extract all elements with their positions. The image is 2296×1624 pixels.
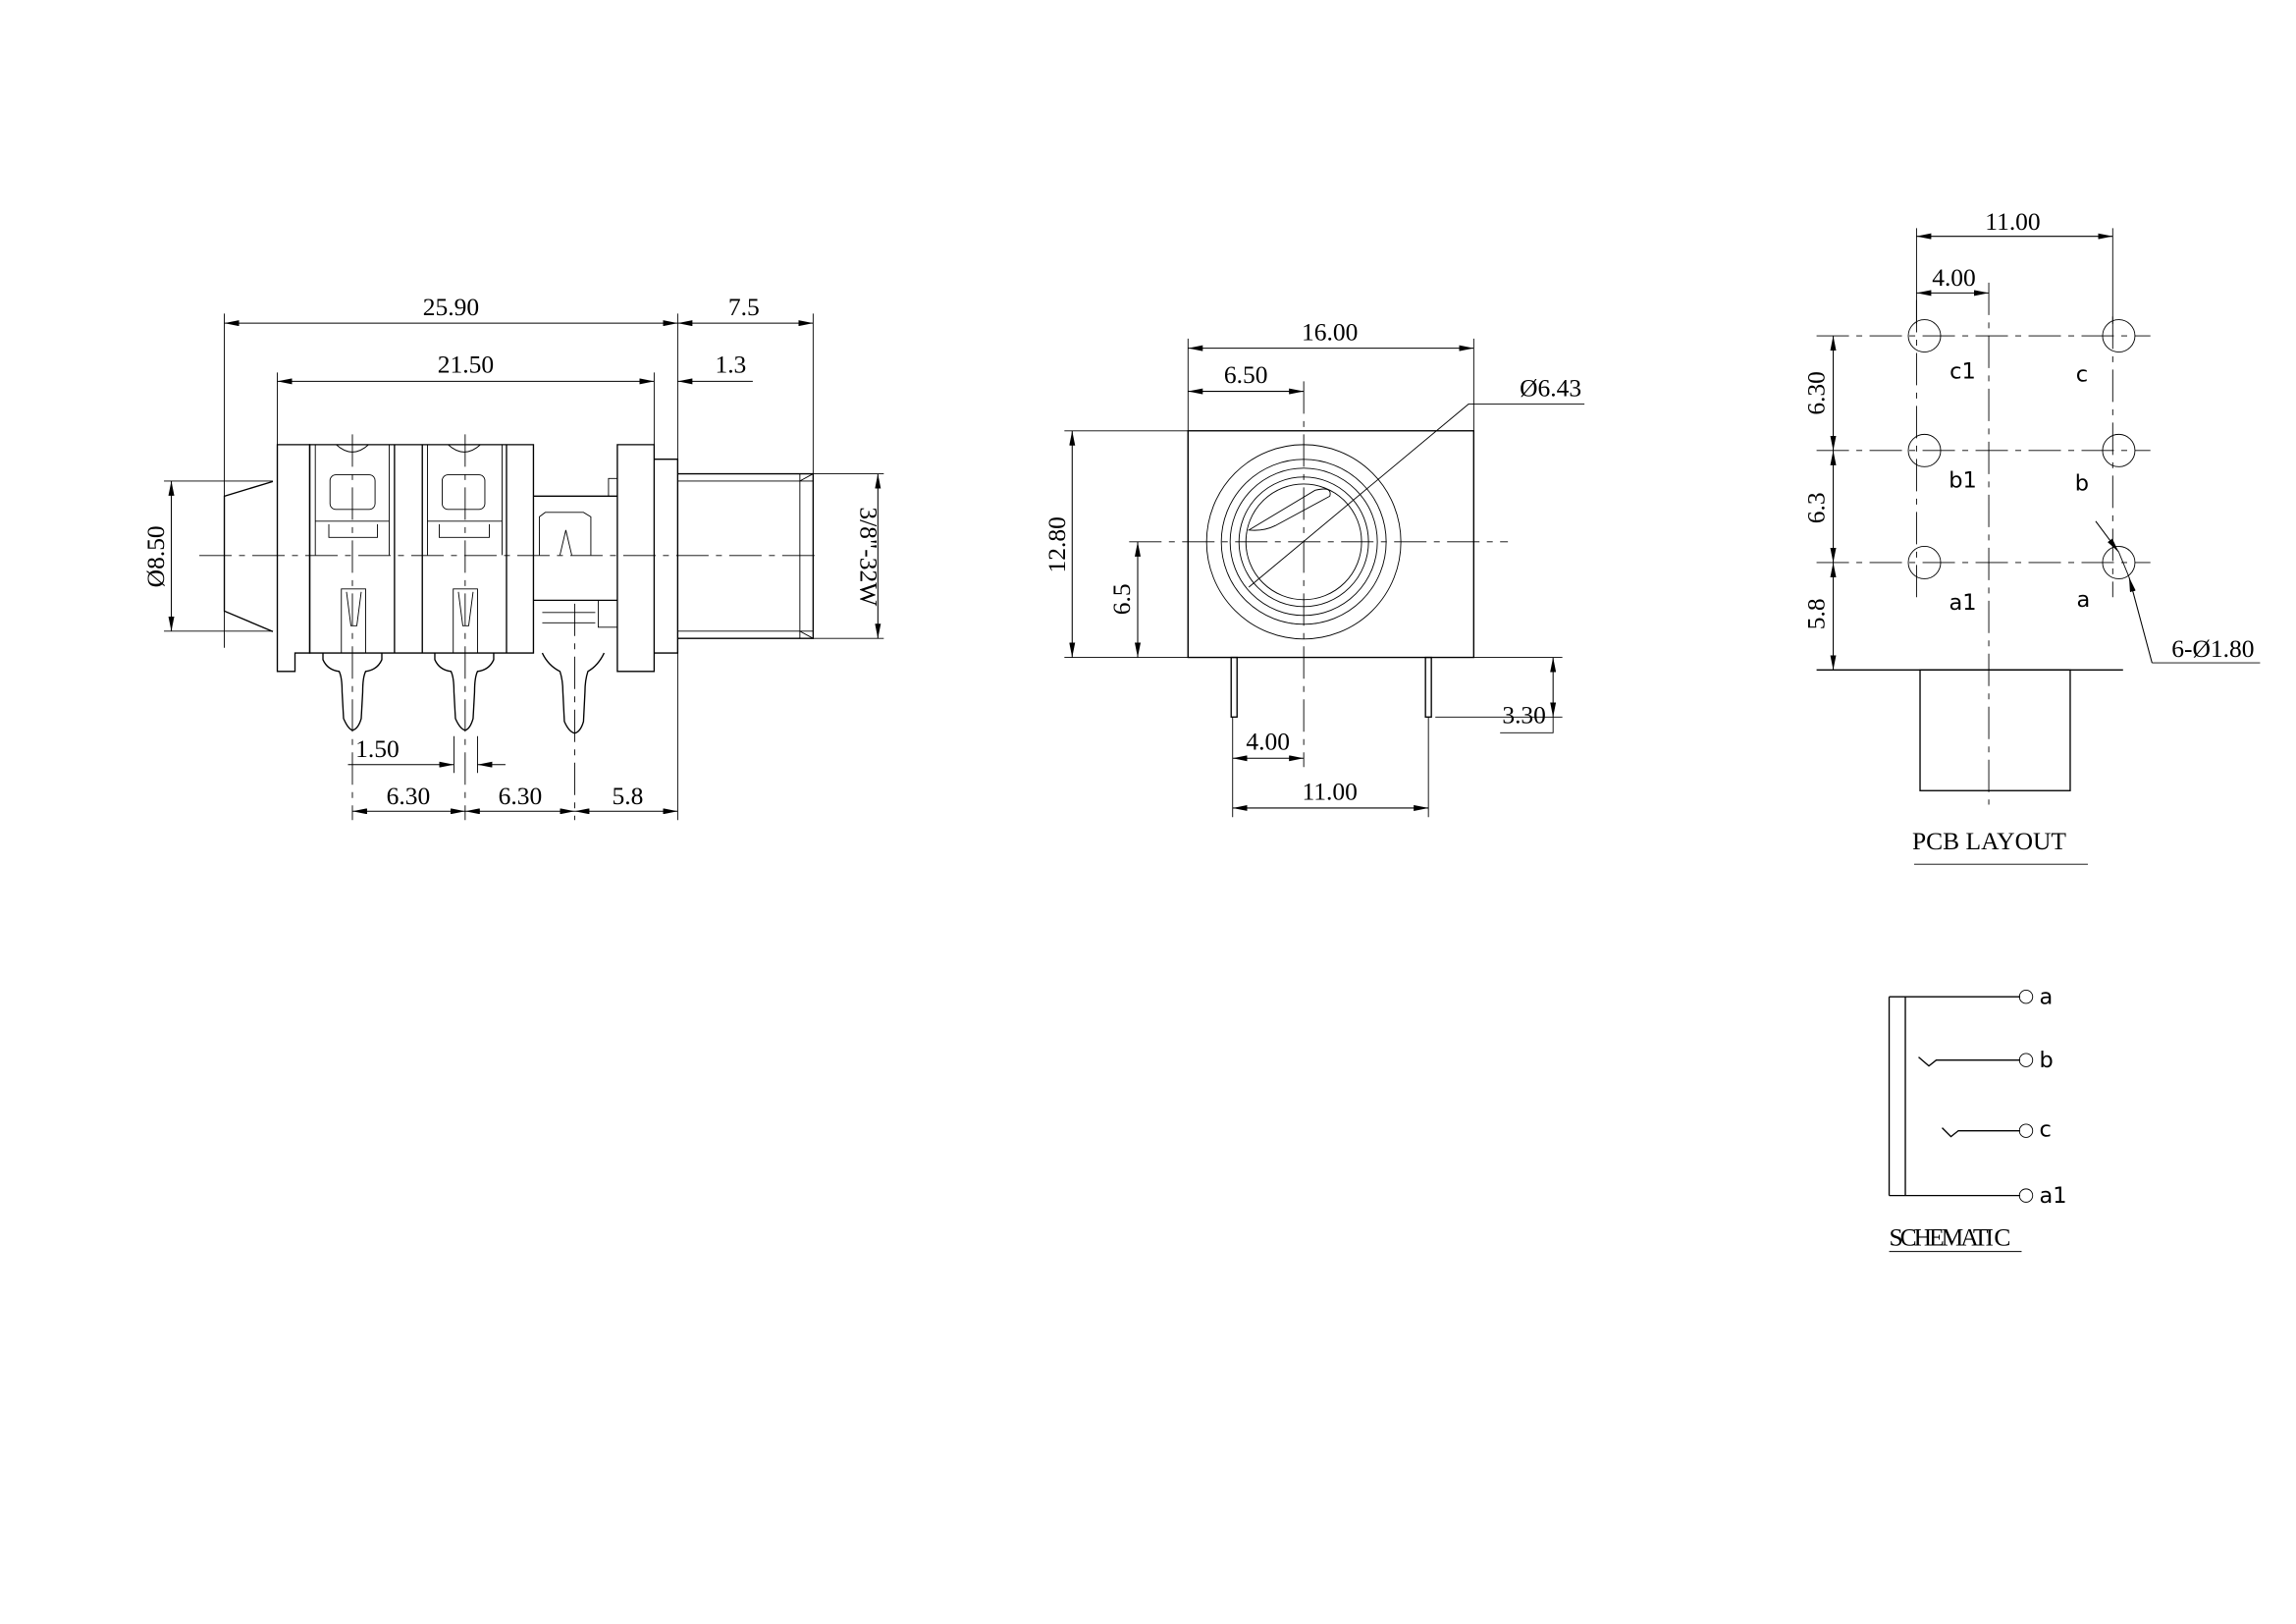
hole-label-c: c — [2076, 361, 2088, 387]
terminal-b: b — [2039, 1048, 2053, 1073]
dim-height: 12.80 — [1042, 516, 1071, 572]
dim-center-height: 6.5 — [1107, 583, 1136, 615]
pin-3 — [541, 652, 606, 734]
pcb-dim-row-pitch-1: 6.30 — [1802, 371, 1831, 415]
terminal-c: c — [2039, 1117, 2051, 1143]
dim-nose-diameter: Ø8.50 — [141, 525, 170, 587]
schematic: a b c a1 SCHEMATI C — [1888, 985, 2067, 1253]
hole-label-a: a — [2077, 587, 2091, 613]
hole-label-b1: b1 — [1949, 467, 1977, 493]
hole-label-c1: c1 — [1949, 358, 1976, 384]
thread-spec: 3/8"-32W — [854, 507, 882, 606]
dim-width: 16.00 — [1302, 317, 1358, 346]
pcb-dim-edge: 5.8 — [1802, 598, 1831, 629]
dim-pin-span: 11.00 — [1302, 777, 1357, 805]
dim-pin-to-face: 5.8 — [612, 782, 643, 810]
dim-center-offset: 6.50 — [1224, 360, 1268, 389]
side-view: 25.90 7.5 21.50 1.3 3/8"-32W — [141, 293, 884, 821]
dim-pin-pitch-1: 6.30 — [387, 782, 431, 810]
hole-label-b: b — [2075, 470, 2089, 496]
pcb-dim-span: 11.00 — [1985, 207, 2040, 236]
pcb-holes — [1907, 319, 2136, 579]
terminal-a1: a1 — [2039, 1183, 2066, 1209]
housing-outline — [1187, 430, 1475, 659]
pin-2 — [434, 653, 495, 731]
dim-pin-pitch-2: 6.30 — [499, 782, 543, 810]
dim-bore-diameter: Ø6.43 — [1520, 373, 1581, 402]
pcb-hole-spec: 6-Ø1.80 — [2171, 634, 2254, 663]
pcb-layout-title: PCB LAYOUT — [1912, 827, 2066, 855]
pin-right — [1424, 656, 1432, 718]
dim-pin-offset: 4.00 — [1246, 727, 1290, 755]
dim-flange: 1.3 — [715, 350, 746, 378]
pcb-layout: 11.00 4.00 c1 c b1 b a1 a 6.30 6.3 5.8 6… — [1802, 207, 2261, 865]
pin-left — [1230, 656, 1238, 718]
terminal-a: a — [2039, 985, 2053, 1010]
board-edge-outline — [1919, 669, 2071, 791]
schematic-title: SCHEMATI C — [1890, 1223, 2010, 1252]
pcb-dim-offset: 4.00 — [1932, 263, 1976, 292]
dim-body-length: 21.50 — [438, 350, 494, 378]
dim-overall-length: 25.90 — [423, 293, 479, 321]
dim-thread-length: 7.5 — [728, 293, 760, 321]
pcb-dim-row-pitch-2: 6.3 — [1802, 492, 1831, 523]
dim-pin-width: 1.50 — [355, 734, 400, 763]
front-view: 16.00 6.50 12.80 6.5 Ø6.43 3.30 4.00 — [1042, 317, 1585, 818]
dim-pin-length: 3.30 — [1502, 700, 1546, 729]
hole-label-a1: a1 — [1949, 590, 1976, 616]
